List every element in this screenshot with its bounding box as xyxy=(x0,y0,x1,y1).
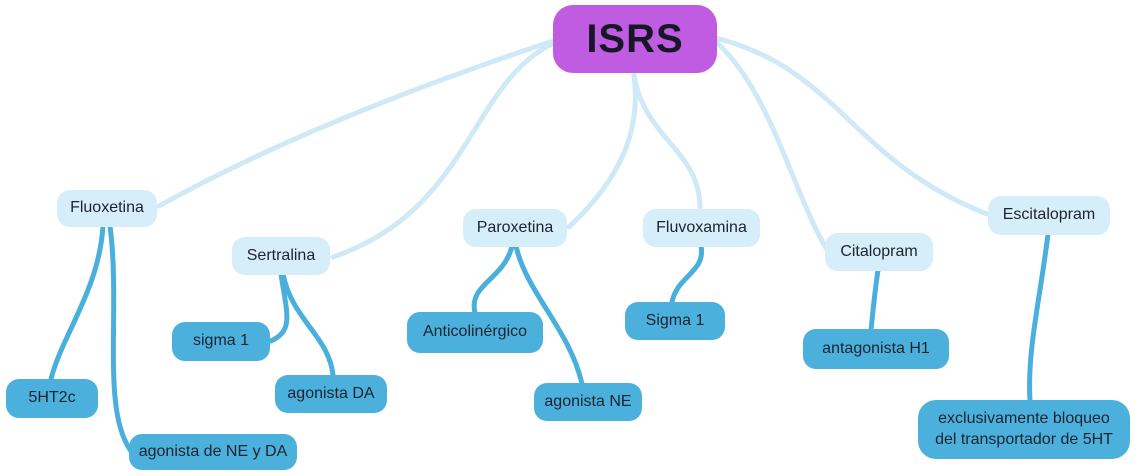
node-sigma1-fluvoxamina-label: Sigma 1 xyxy=(645,311,705,329)
edge-isrs-escitalopram xyxy=(713,35,990,217)
edge-isrs-citalopram xyxy=(713,39,830,253)
node-bloqueo-transportador-5ht-label: exclusivamente bloqueo del transportador… xyxy=(935,409,1113,448)
node-citalopram[interactable]: Citalopram xyxy=(825,233,933,271)
node-paroxetina-label: Paroxetina xyxy=(476,218,554,236)
node-antagonista-h1[interactable]: antagonista H1 xyxy=(803,329,949,369)
node-sigma1-sertralina[interactable]: sigma 1 xyxy=(172,322,270,361)
node-isrs[interactable]: ISRS xyxy=(553,5,717,73)
edge-fluvoxamina-sigma1 xyxy=(669,243,705,305)
edge-sertralina-agonista-da xyxy=(280,271,336,378)
node-fluvoxamina[interactable]: Fluvoxamina xyxy=(643,209,760,247)
node-bloqueo-transportador-5ht[interactable]: exclusivamente bloqueo del transportador… xyxy=(918,400,1130,459)
node-antagonista-h1-label: antagonista H1 xyxy=(822,339,930,357)
node-escitalopram-label: Escitalopram xyxy=(1002,206,1096,224)
edge-isrs-sertralina xyxy=(330,39,559,260)
node-5ht2c[interactable]: 5HT2c xyxy=(6,379,98,418)
edge-escitalopram-bloqueo xyxy=(1027,231,1051,404)
node-isrs-label: ISRS xyxy=(586,17,684,61)
node-anticolinergico[interactable]: Anticolinérgico xyxy=(407,312,543,353)
node-agonista-da-label: agonista DA xyxy=(287,384,375,402)
edge-isrs-fluvoxamina xyxy=(631,72,703,211)
node-anticolinergico-label: Anticolinérgico xyxy=(422,323,528,341)
node-escitalopram[interactable]: Escitalopram xyxy=(988,196,1110,235)
node-5ht2c-label: 5HT2c xyxy=(28,389,76,407)
node-agonista-ne-da[interactable]: agonista de NE y DA xyxy=(129,434,297,470)
node-sigma1-fluvoxamina[interactable]: Sigma 1 xyxy=(625,302,725,340)
edge-fluoxetina-agonista-ne-da xyxy=(107,223,134,454)
node-fluoxetina-label: Fluoxetina xyxy=(70,199,144,217)
edge-isrs-paroxetina xyxy=(566,72,638,230)
node-agonista-da[interactable]: agonista DA xyxy=(275,375,387,413)
node-agonista-ne-label: agonista NE xyxy=(544,392,632,410)
edge-fluoxetina-5ht2c xyxy=(48,223,106,382)
node-citalopram-label: Citalopram xyxy=(840,242,918,260)
node-fluoxetina[interactable]: Fluoxetina xyxy=(57,190,157,227)
node-agonista-ne[interactable]: agonista NE xyxy=(534,383,642,421)
edge-citalopram-antagonista-h1 xyxy=(868,267,881,333)
node-sigma1-sertralina-label: sigma 1 xyxy=(192,332,250,350)
node-sertralina[interactable]: Sertralina xyxy=(232,237,330,275)
edge-paroxetina-agonista-ne xyxy=(513,243,585,387)
node-fluvoxamina-label: Fluvoxamina xyxy=(656,218,747,236)
node-sertralina-label: Sertralina xyxy=(246,246,316,264)
node-paroxetina[interactable]: Paroxetina xyxy=(463,209,567,247)
node-agonista-ne-da-label: agonista de NE y DA xyxy=(138,442,288,460)
edge-isrs-fluoxetina xyxy=(156,37,559,209)
edge-paroxetina-anticolinergico xyxy=(471,243,515,316)
edge-sertralina-sigma1 xyxy=(268,271,290,344)
